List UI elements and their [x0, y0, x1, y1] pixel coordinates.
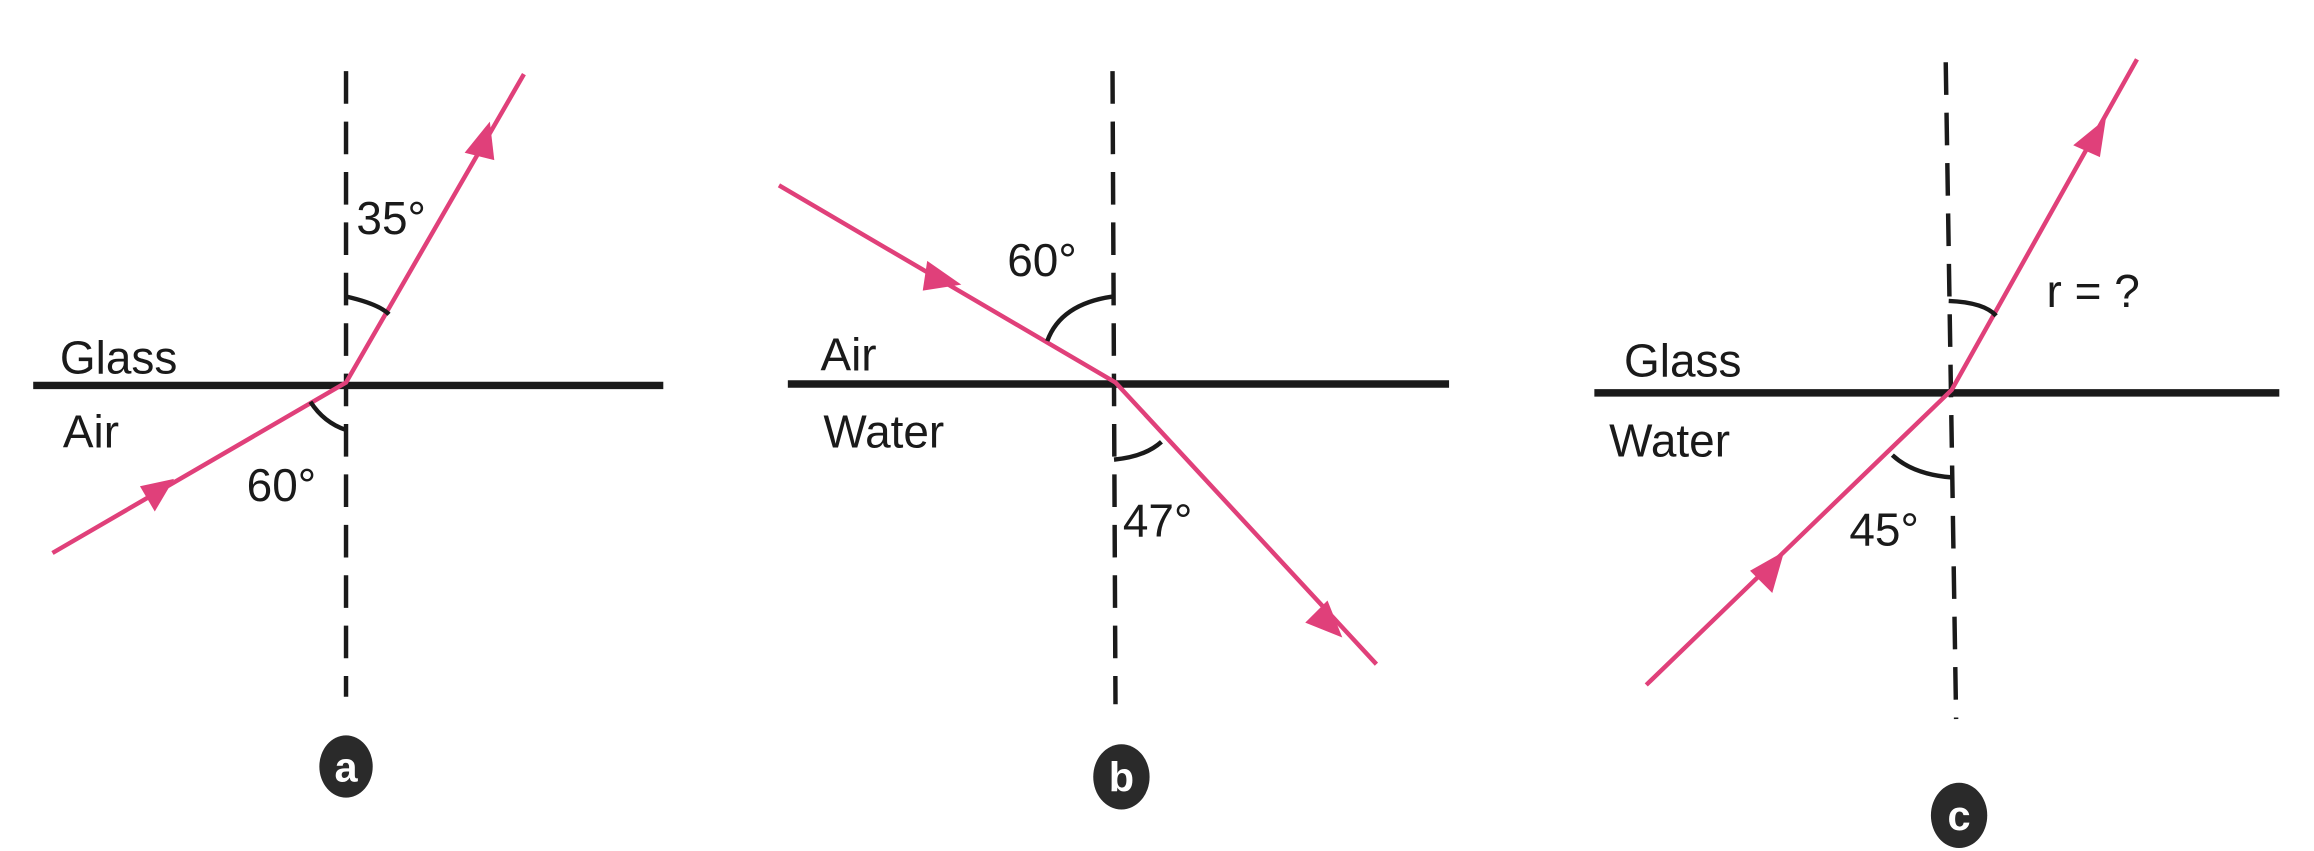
upper-medium-label: Air: [820, 329, 876, 381]
light-ray: [777, 183, 1379, 666]
lower-medium-label: Water: [823, 406, 944, 458]
incident-angle-label: 60°: [247, 459, 316, 511]
lower-medium-label: Air: [63, 406, 119, 458]
angle-arc: [345, 294, 391, 316]
light-ray: [1644, 58, 2139, 687]
arrow-icon: [1305, 600, 1343, 638]
lower-medium-label: Water: [1609, 415, 1730, 467]
angle-arc: [1113, 440, 1163, 462]
panel-badge: [1093, 744, 1150, 810]
refracted-angle-label: 35°: [356, 192, 425, 244]
arrow-icon: [1750, 551, 1785, 594]
arrow-icon: [922, 260, 962, 291]
incident-angle-label: 60°: [1007, 234, 1076, 286]
panel-badge: [319, 735, 373, 798]
arrow-icon: [464, 121, 495, 161]
upper-medium-label: Glass: [1624, 335, 1741, 387]
angle-arc: [1890, 453, 1952, 480]
panel-badge-label: b: [1109, 754, 1134, 801]
angle-arc: [1948, 298, 1998, 318]
incident-angle-label: 45°: [1849, 504, 1918, 556]
panel-a: Glass Air 60° 35° a: [33, 71, 664, 798]
upper-medium-label: Glass: [60, 332, 177, 384]
angle-arc: [308, 400, 347, 433]
panel-badge: [1930, 782, 1988, 849]
angle-arc: [1045, 294, 1113, 342]
arrow-icon: [139, 478, 175, 512]
refracted-angle-label: r = ?: [2047, 265, 2140, 317]
refracted-angle-label: 47°: [1123, 495, 1192, 547]
panel-c: Glass Water 45° r = ? c: [1594, 58, 2280, 849]
panel-badge-label: c: [1948, 792, 1971, 839]
arrow-icon: [2073, 118, 2106, 158]
panel-b: Air Water 60° 47° b: [777, 71, 1450, 810]
panel-badge-label: a: [334, 743, 358, 790]
